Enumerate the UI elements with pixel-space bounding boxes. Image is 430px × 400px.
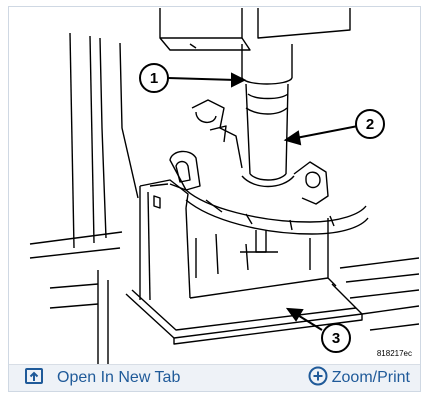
zoom-print-button[interactable]: Zoom/Print	[308, 365, 410, 391]
open-new-tab-button[interactable]: Open In New Tab	[25, 365, 180, 391]
image-toolbar: Open In New Tab Zoom/Print	[9, 364, 420, 391]
callout-3: 3	[332, 330, 340, 347]
callout-2: 2	[366, 116, 374, 133]
plus-circle-icon	[308, 366, 328, 391]
figure-id: 818217ec	[377, 349, 412, 358]
callout-1: 1	[150, 70, 158, 87]
open-new-tab-icon	[25, 367, 43, 389]
press-illustration: 1 2 3 818217ec	[29, 8, 419, 364]
service-diagram: 1 2 3 818217ec	[10, 8, 419, 364]
callout-2-circle	[355, 109, 385, 139]
zoom-print-label: Zoom/Print	[331, 369, 410, 386]
open-new-tab-label: Open In New Tab	[57, 369, 181, 386]
callout-1-circle	[139, 63, 169, 93]
image-viewer: 1 2 3 818217ec Open In New Tab	[8, 6, 421, 392]
callout-3-circle	[321, 323, 351, 353]
